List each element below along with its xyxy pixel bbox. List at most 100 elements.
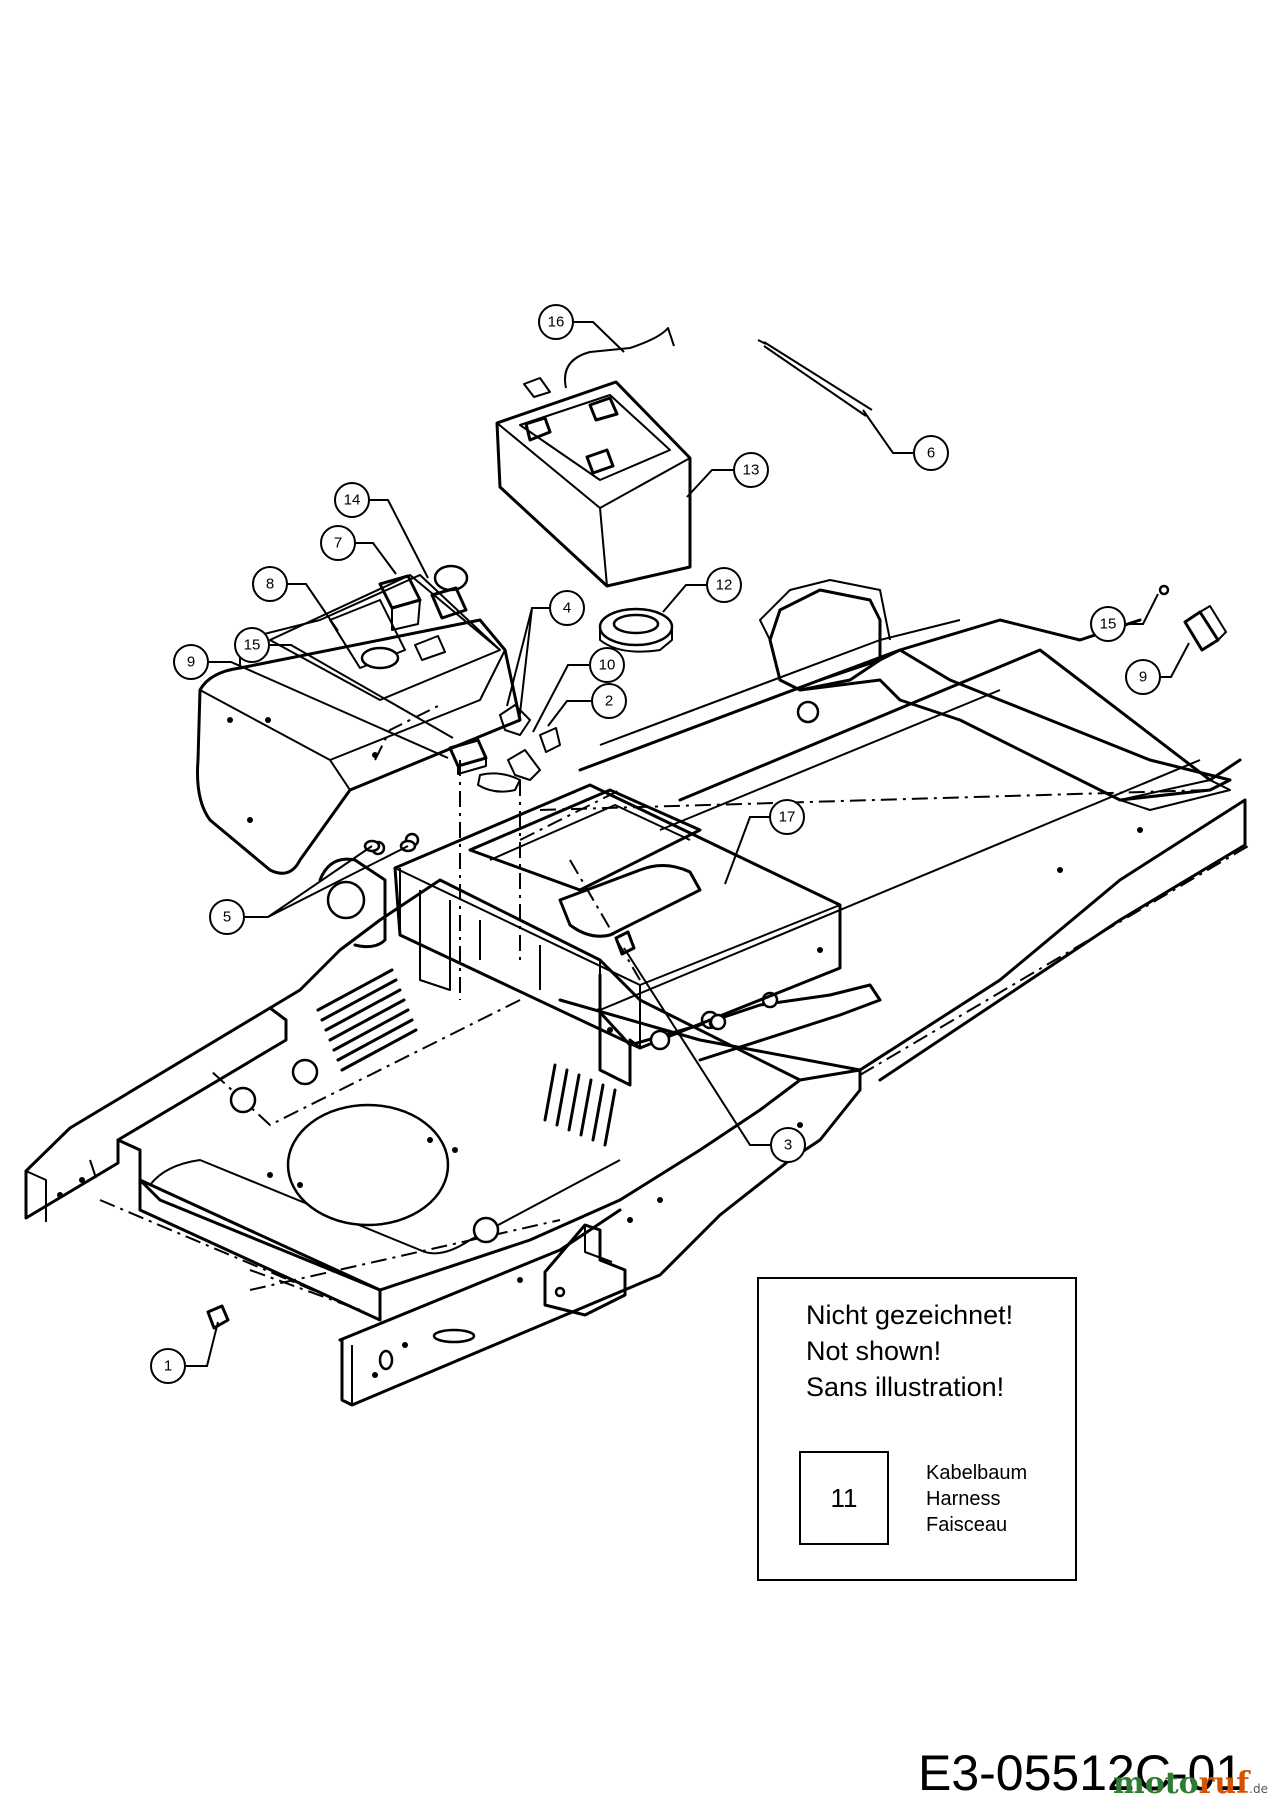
callout-circle — [320, 525, 356, 561]
callout-12: 12 — [662, 567, 742, 613]
callout-number: 3 — [784, 1137, 792, 1154]
callout-5: 5 — [209, 845, 409, 935]
callout-circle — [334, 482, 370, 518]
callout-leader — [724, 816, 769, 885]
callout-number: 5 — [223, 909, 231, 926]
callout-leader — [862, 409, 913, 454]
callout-number: 10 — [599, 657, 616, 674]
callout-14: 14 — [334, 482, 429, 579]
callout-number: 7 — [334, 535, 342, 552]
callout-leader — [370, 499, 429, 579]
callout-circle — [234, 627, 270, 663]
callout-number: 2 — [605, 693, 613, 710]
callout-number: 9 — [1139, 669, 1147, 686]
callout-number: 12 — [716, 577, 733, 594]
callout-1: 1 — [150, 1321, 219, 1384]
callout-7: 7 — [320, 525, 397, 575]
callout-17: 17 — [724, 799, 805, 885]
callout-number: 15 — [1100, 616, 1117, 633]
callout-circle — [591, 683, 627, 719]
callout-6: 6 — [862, 409, 949, 471]
note-line-en: Not shown! — [806, 1336, 941, 1366]
watermark-part-b: ruf — [1199, 1766, 1252, 1800]
ignition-parts — [477, 704, 561, 793]
battery — [495, 377, 692, 588]
watermark-part-a: moto — [1113, 1766, 1199, 1800]
callout-circle — [538, 304, 574, 340]
callout-number: 15 — [244, 637, 261, 654]
callout-circle — [770, 1127, 806, 1163]
callout-circle — [589, 647, 625, 683]
callout-leader — [270, 644, 454, 739]
watermark: motoruf.de — [1113, 1766, 1268, 1800]
callout-circle — [733, 452, 769, 488]
callout-13: 13 — [686, 452, 769, 498]
callout-circle — [1090, 606, 1126, 642]
callout-circle — [209, 899, 245, 935]
callout-number: 13 — [743, 462, 760, 479]
callout-leader — [1126, 593, 1159, 625]
callout-leader — [356, 542, 397, 575]
callout-leader — [547, 700, 591, 727]
callout-leader — [574, 321, 625, 353]
callout-circle — [769, 799, 805, 835]
note-part-number: 11 — [831, 1483, 858, 1513]
solenoid — [598, 607, 674, 653]
dash-switches — [378, 564, 469, 631]
callout-8: 8 — [252, 566, 339, 632]
callout-number: 6 — [927, 445, 935, 462]
callout-circle — [706, 567, 742, 603]
platform-opening — [286, 1103, 450, 1227]
vent-slots — [316, 968, 617, 1147]
callout-9: 9 — [1125, 642, 1190, 695]
hold-down-rod — [757, 339, 873, 417]
callout-circle — [1125, 659, 1161, 695]
callout-9: 9 — [173, 644, 449, 759]
callout-circle — [252, 566, 288, 602]
callout-16: 16 — [538, 304, 625, 353]
note-line-fr: Sans illustration! — [806, 1372, 1004, 1402]
not-shown-note: Nicht gezeichnet! Not shown! Sans illust… — [757, 1277, 1077, 1581]
callout-leader — [623, 947, 770, 1146]
battery-cable — [564, 327, 675, 389]
callout-leader — [662, 584, 706, 613]
separate-switch — [1158, 584, 1227, 652]
callout-number: 17 — [779, 809, 796, 826]
callout-3: 3 — [623, 947, 806, 1163]
watermark-suffix: .de — [1249, 1782, 1268, 1796]
callout-leader — [186, 1321, 219, 1367]
callout-15: 15 — [1090, 593, 1159, 642]
note-part-fr: Faisceau — [926, 1514, 1007, 1536]
note-line-de: Nicht gezeichnet! — [806, 1300, 1013, 1330]
callout-number: 8 — [266, 576, 274, 593]
relay-block — [448, 738, 488, 775]
note-part-en: Harness — [926, 1488, 1000, 1510]
callout-leader — [532, 664, 589, 733]
callout-number: 9 — [187, 654, 195, 671]
callout-10: 10 — [532, 647, 625, 733]
callout-circle — [549, 590, 585, 626]
svg-text:motoruf.de: motoruf.de — [1113, 1766, 1268, 1800]
tank-cap — [360, 646, 400, 670]
callout-number: 16 — [548, 314, 565, 331]
callout-2: 2 — [547, 683, 627, 727]
callout-leader — [506, 607, 549, 723]
callout-circle — [150, 1348, 186, 1384]
note-part-de: Kabelbaum — [926, 1462, 1027, 1484]
fuel-tank — [269, 574, 501, 701]
callout-leader — [686, 469, 733, 498]
callout-15: 15 — [234, 627, 454, 739]
callout-leader — [245, 845, 409, 918]
callout-leader — [209, 661, 449, 759]
callout-number: 4 — [563, 600, 571, 617]
callout-number: 14 — [344, 492, 361, 509]
frame-holes — [57, 827, 1143, 1378]
callout-leader — [288, 583, 339, 632]
diagram-code: E3-05512C-01 — [918, 1745, 1243, 1800]
callout-number: 1 — [164, 1358, 172, 1375]
callout-4: 4 — [506, 590, 585, 723]
chassis-frame — [24, 579, 1251, 1407]
callout-circle — [173, 644, 209, 680]
seat-frame — [393, 760, 842, 1087]
